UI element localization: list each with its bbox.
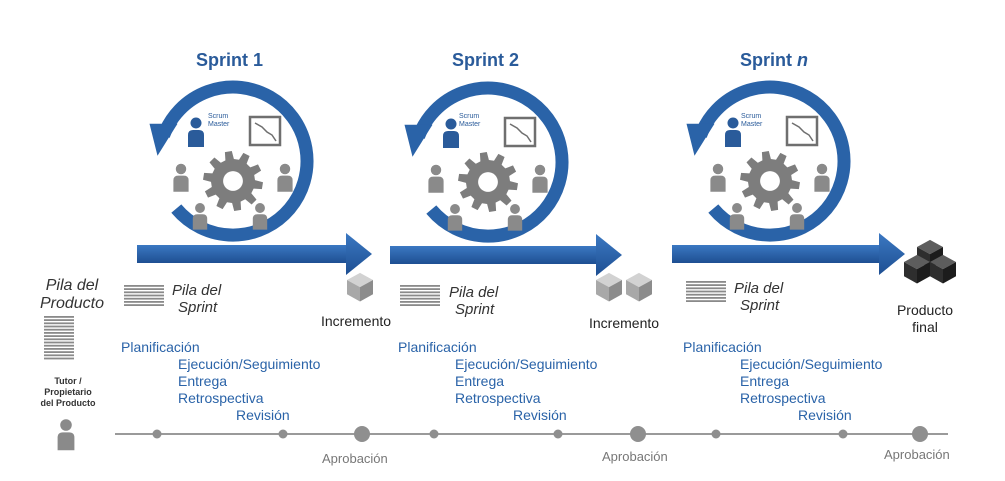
sprint-backlog-stack-icon: [400, 285, 440, 306]
timeline-dot: [838, 429, 848, 439]
process-arrow-icon: [390, 246, 598, 264]
increment-label-2: Incremento: [589, 315, 660, 331]
approval-label-1: Aprobación: [322, 451, 388, 466]
process-arrow-icon: [672, 245, 881, 263]
increment-label-1: Incremento: [321, 313, 392, 329]
sprint-cycle-2: [390, 81, 622, 276]
approval-milestone-dot: [630, 426, 646, 442]
person-icon: [729, 203, 745, 230]
phase-list-1: Planificación Ejecución/Seguimiento Entr…: [121, 339, 321, 423]
timeline-dot: [429, 429, 439, 439]
scrum-master-person-icon: [188, 117, 204, 147]
cycle-arrow-icon: [694, 80, 851, 242]
product-backlog-icon: [44, 316, 74, 360]
final-product-cube-icon: [904, 254, 930, 284]
phase-list-n: Planificación Ejecución/Seguimiento Entr…: [683, 339, 883, 423]
sprint-cycle-1: [137, 80, 372, 275]
gear-icon: [203, 151, 263, 211]
cycle-arrowhead-icon: [404, 124, 433, 157]
person-icon: [277, 163, 293, 192]
gear-icon: [458, 152, 518, 212]
sprint-title-2: Sprint 2: [452, 50, 520, 70]
person-icon: [710, 163, 726, 192]
timeline: [115, 426, 948, 442]
process-arrowhead-icon: [596, 234, 622, 276]
increment-cube-icon: [596, 272, 622, 302]
sprint-cycle-n: [672, 80, 905, 275]
increment-cube-icon: [626, 272, 652, 302]
process-arrowhead-icon: [346, 233, 372, 275]
person-icon: [532, 164, 548, 193]
sprint-backlog-stack-icon: [686, 281, 726, 302]
scrum-master-person-icon: [725, 117, 741, 147]
process-arrowhead-icon: [879, 233, 905, 275]
chart-board-icon: [248, 115, 282, 147]
final-product-cube-icon: [930, 254, 956, 284]
cycle-arrowhead-icon: [149, 123, 178, 156]
final-product-label: Producto final: [896, 302, 954, 335]
final-product-cube-icon: [917, 239, 943, 269]
scrum-master-person-icon: [443, 118, 459, 148]
sprint-title-1: Sprint 1: [196, 50, 264, 70]
timeline-dot: [711, 429, 721, 439]
person-icon: [173, 163, 189, 192]
chart-board-icon: [785, 115, 819, 147]
timeline-dot: [152, 429, 162, 439]
cycle-arrow-icon: [157, 80, 314, 242]
timeline-dot: [278, 429, 288, 439]
gear-icon: [740, 151, 800, 211]
product-backlog-stack-icon: [44, 316, 74, 360]
person-icon: [447, 204, 463, 231]
approval-label-2: Aprobación: [602, 449, 668, 464]
process-arrow-icon: [137, 245, 348, 263]
person-icon: [789, 203, 805, 230]
sprint-backlog-stack-icon: [124, 285, 164, 306]
owner-person-icon: [57, 419, 75, 451]
person-icon: [252, 203, 268, 230]
chart-board-icon: [503, 116, 537, 148]
increment-cube-icon: [347, 272, 373, 302]
person-icon: [428, 164, 444, 193]
approval-label-n: Aprobación: [884, 447, 950, 462]
person-icon: [814, 163, 830, 192]
cycle-arrowhead-icon: [686, 123, 715, 156]
approval-milestone-dot: [354, 426, 370, 442]
phase-list-2: Planificación Ejecución/Seguimiento Entr…: [398, 339, 598, 423]
sprint-title-n: Sprint n: [740, 50, 809, 70]
owner-person-icon: [57, 419, 75, 451]
approval-milestone-dot: [912, 426, 928, 442]
person-icon: [507, 204, 523, 231]
cycle-arrow-icon: [412, 81, 569, 243]
person-icon: [192, 203, 208, 230]
timeline-dot: [553, 429, 563, 439]
